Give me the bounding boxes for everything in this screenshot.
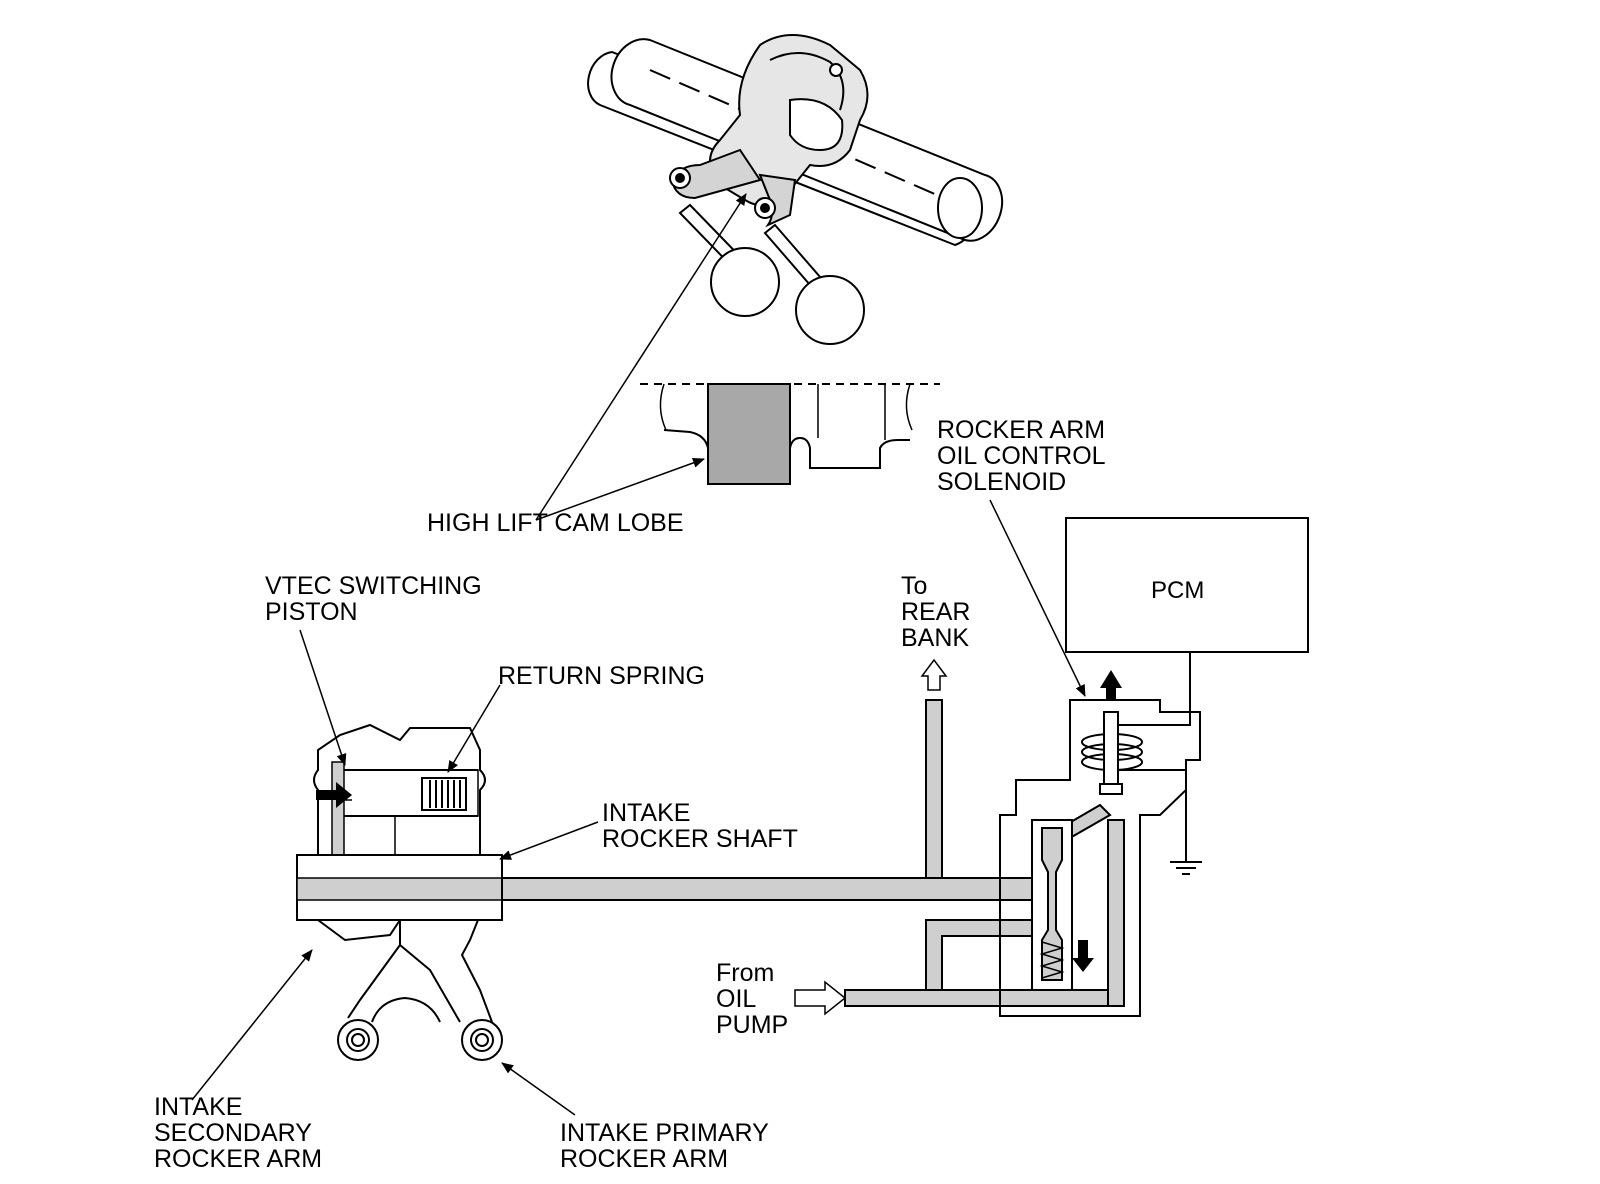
to-rear-bank-arrow <box>920 658 948 691</box>
leader-lines <box>191 499 1086 1116</box>
label-rear-line-2: REAR <box>901 598 971 626</box>
valve-head-right <box>795 275 865 345</box>
label-from-oil-pump: From OIL PUMP <box>716 960 788 1038</box>
oil-passages <box>296 699 1125 1007</box>
label-rocker-arm-oil-control-solenoid: ROCKER ARM OIL CONTROL SOLENOID <box>937 417 1106 495</box>
label-solenoid-line-2: OIL CONTROL <box>937 442 1106 470</box>
label-high-lift-cam-lobe: HIGH LIFT CAM LOBE <box>427 509 684 537</box>
label-vtec-line-2: PISTON <box>265 598 358 626</box>
label-intake-rocker-shaft: INTAKE ROCKER SHAFT <box>602 800 798 852</box>
pcm-box <box>1065 517 1309 653</box>
label-intake-secondary-rocker-arm: INTAKE SECONDARY ROCKER ARM <box>154 1094 322 1172</box>
spool-spring <box>1039 941 1065 979</box>
rocker-arms-lower <box>317 919 503 1061</box>
label-secondary-line-3: ROCKER ARM <box>154 1145 323 1173</box>
label-primary-line-2: ROCKER ARM <box>560 1145 729 1173</box>
cam-lobe-section <box>640 383 940 485</box>
label-shaft-line-1: INTAKE <box>602 799 691 827</box>
label-to-rear-bank: To REAR BANK <box>901 573 970 651</box>
label-intake-primary-rocker-arm: INTAKE PRIMARY ROCKER ARM <box>560 1120 769 1172</box>
label-solenoid-line-1: ROCKER ARM <box>937 416 1106 444</box>
vtec-piston-block <box>313 723 486 878</box>
spool-down-arrow <box>1072 940 1094 972</box>
label-pump-line-3: PUMP <box>716 1011 789 1039</box>
spool-valve <box>1031 819 1073 991</box>
valve-head-left <box>710 247 780 317</box>
piston-push-arrow <box>316 782 352 808</box>
return-spring-coil <box>429 780 461 808</box>
label-solenoid-line-3: SOLENOID <box>937 468 1067 496</box>
label-pump-line-1: From <box>716 959 775 987</box>
camshaft-assembly <box>587 34 1004 345</box>
label-return-spring: RETURN SPRING <box>498 662 705 690</box>
solenoid-up-arrow <box>1100 670 1122 700</box>
cam-lobe-leaders <box>535 193 747 521</box>
label-vtec-switching-piston: VTEC SWITCHING PISTON <box>265 573 482 625</box>
label-shaft-line-2: ROCKER SHAFT <box>602 825 798 853</box>
solenoid-housing <box>999 652 1202 1017</box>
label-rear-line-3: BANK <box>901 624 970 652</box>
label-vtec-line-1: VTEC SWITCHING <box>265 572 482 600</box>
label-secondary-line-1: INTAKE <box>154 1093 243 1121</box>
from-oil-pump-arrow <box>794 980 847 1016</box>
label-secondary-line-2: SECONDARY <box>154 1119 312 1147</box>
label-primary-line-1: INTAKE PRIMARY <box>560 1119 769 1147</box>
solenoid-plunger <box>1103 711 1119 785</box>
label-rear-line-1: To <box>901 572 928 600</box>
high-lift-cam-lobe-shape <box>707 383 791 485</box>
label-pump-line-2: OIL <box>716 985 757 1013</box>
label-pcm: PCM <box>1151 577 1205 604</box>
